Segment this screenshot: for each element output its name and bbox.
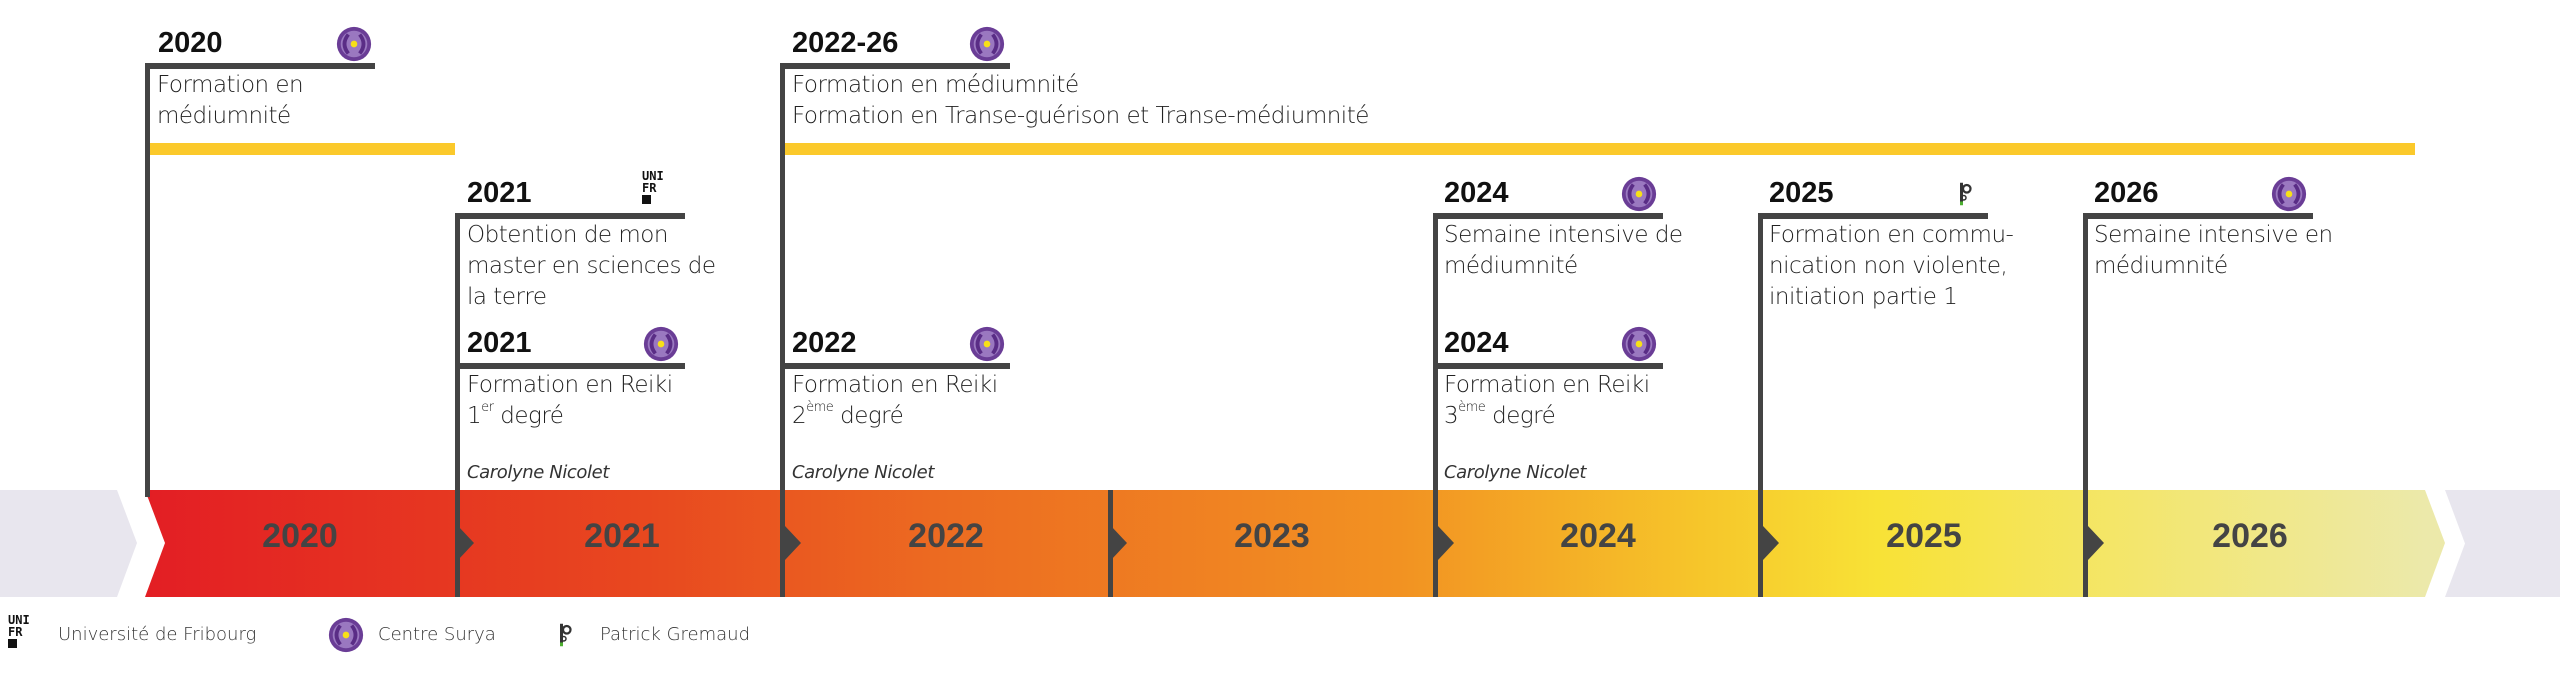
band-notch xyxy=(145,490,165,597)
card-year: 2021 xyxy=(467,177,532,209)
teacher-name: Carolyne Nicolet xyxy=(1444,462,1586,483)
divider-arrow xyxy=(1111,526,1127,560)
card-rule xyxy=(1433,363,1663,369)
band-year: 2020 xyxy=(262,517,338,555)
connector-line xyxy=(2083,215,2088,597)
card-year: 2024 xyxy=(1444,177,1509,209)
legend-surya-icon xyxy=(327,616,365,654)
teacher-name: Carolyne Nicolet xyxy=(792,462,934,483)
divider xyxy=(1108,490,1113,597)
band-year: 2021 xyxy=(584,517,660,555)
connector-line xyxy=(455,215,460,597)
card-text: Formation en commu-nication non violente… xyxy=(1769,222,2014,310)
centre-surya-icon xyxy=(2270,175,2308,213)
card-rule xyxy=(455,363,685,369)
card-year: 2020 xyxy=(158,27,223,59)
legend-gremaud-icon xyxy=(560,617,572,653)
teacher-name: Carolyne Nicolet xyxy=(467,462,609,483)
divider-arrow xyxy=(2088,526,2104,560)
divider-arrow xyxy=(1763,526,1779,560)
legend-gremaud-label: Patrick Gremaud xyxy=(600,624,751,645)
duration-bar-2022-26 xyxy=(785,143,2415,155)
band-left-cap xyxy=(0,490,117,597)
card-rule xyxy=(780,63,1010,69)
band-year: 2026 xyxy=(2212,517,2288,555)
centre-surya-icon xyxy=(968,25,1006,63)
band-tip xyxy=(2425,490,2445,597)
card-rule xyxy=(1758,213,1988,219)
centre-surya-icon xyxy=(1620,175,1658,213)
connector-line xyxy=(145,65,150,497)
card-rule xyxy=(145,63,375,69)
divider-arrow xyxy=(458,526,474,560)
band-year: 2023 xyxy=(1234,517,1310,555)
card-rule xyxy=(1433,213,1663,219)
band-year: 2022 xyxy=(908,517,984,555)
legend-surya-label: Centre Surya xyxy=(378,624,496,645)
centre-surya-icon xyxy=(1620,325,1658,363)
card-rule xyxy=(780,363,1010,369)
card-year: 2022-26 xyxy=(792,27,899,59)
patrick-gremaud-icon xyxy=(1960,176,1972,212)
divider-arrow xyxy=(785,526,801,560)
card-year: 2024 xyxy=(1444,327,1509,359)
band-right-cap xyxy=(2445,490,2560,597)
card-year: 2021 xyxy=(467,327,532,359)
centre-surya-icon xyxy=(642,325,680,363)
card-year: 2022 xyxy=(792,327,857,359)
card-rule xyxy=(455,213,685,219)
card-year: 2025 xyxy=(1769,177,1834,209)
connector-line xyxy=(1433,215,1438,597)
band-year: 2025 xyxy=(1886,517,1962,555)
timeline-band xyxy=(145,490,2425,597)
divider-arrow xyxy=(1438,526,1454,560)
centre-surya-icon xyxy=(968,325,1006,363)
centre-surya-icon xyxy=(335,25,373,63)
card-year: 2026 xyxy=(2094,177,2159,209)
card-rule xyxy=(2083,213,2313,219)
legend-unifr-label: Université de Fribourg xyxy=(58,624,257,645)
connector-line xyxy=(1758,215,1763,597)
connector-line xyxy=(780,65,785,597)
band-year: 2024 xyxy=(1560,517,1636,555)
duration-bar-2020 xyxy=(150,143,455,155)
band-left-cap-arrow xyxy=(117,490,137,597)
